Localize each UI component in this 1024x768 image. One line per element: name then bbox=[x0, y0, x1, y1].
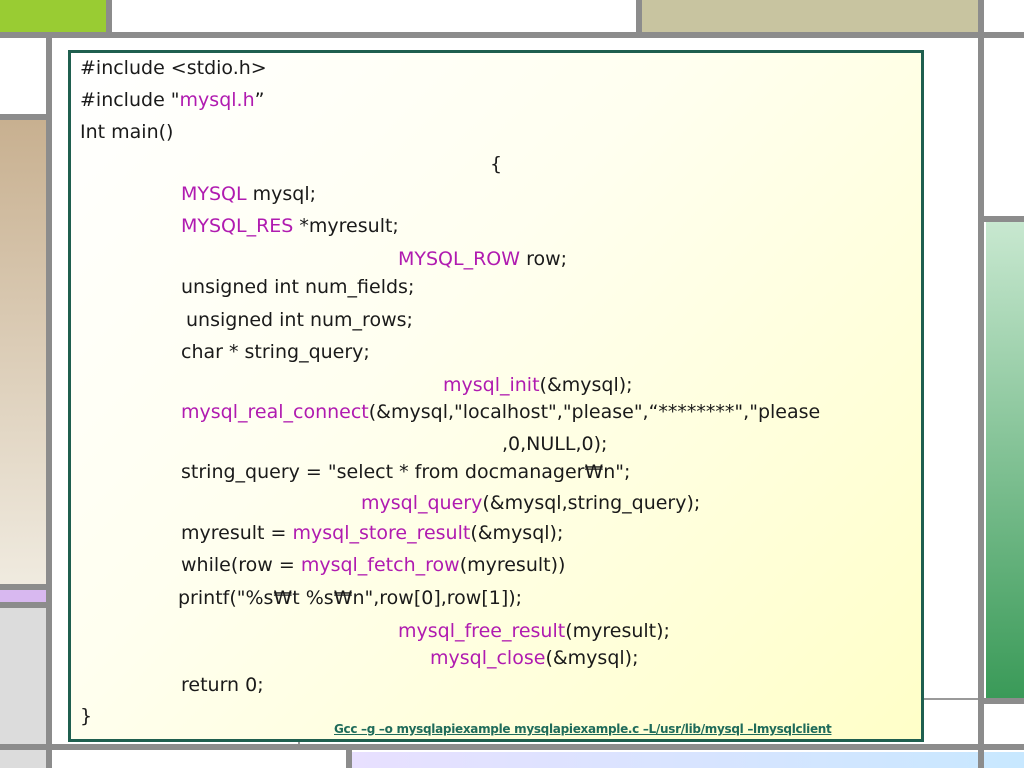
code-keyword: MYSQL bbox=[181, 183, 247, 205]
code-text: mysql; bbox=[246, 183, 317, 205]
code-text: unsigned int num_rows; bbox=[186, 309, 413, 331]
green-accent-block bbox=[0, 0, 110, 32]
code-text: (&mysql,"localhost","please",“********",… bbox=[368, 401, 821, 423]
code-panel bbox=[68, 50, 924, 742]
code-text: } bbox=[80, 705, 93, 727]
code-text: *myresult; bbox=[293, 215, 399, 237]
green-gradient-block bbox=[986, 222, 1024, 698]
code-text: printf("%s₩t %s₩n",row[0],row[1]); bbox=[178, 587, 523, 609]
grid-line bbox=[46, 32, 52, 768]
code-text: myresult = bbox=[181, 522, 293, 544]
code-line: MYSQL_ROW row; bbox=[398, 248, 567, 270]
code-text: return 0; bbox=[181, 674, 264, 696]
code-line: char * string_query; bbox=[181, 341, 370, 363]
compile-command: Gcc –g –o mysqlapiexample mysqlapiexampl… bbox=[334, 722, 832, 736]
code-text: ” bbox=[254, 89, 265, 111]
code-keyword: MYSQL_RES bbox=[181, 215, 294, 237]
code-text: (myresult); bbox=[565, 620, 670, 642]
code-text: char * string_query; bbox=[181, 341, 370, 363]
code-text: (&mysql); bbox=[545, 647, 639, 669]
lavender-strip bbox=[0, 590, 46, 604]
grid-line bbox=[978, 0, 984, 768]
code-keyword: mysql_store_result bbox=[292, 522, 471, 544]
code-line: mysql_init(&mysql); bbox=[443, 374, 633, 396]
code-keyword: mysql_fetch_row bbox=[300, 554, 460, 576]
grid-line bbox=[346, 744, 352, 768]
code-line: #include "mysql.h” bbox=[80, 89, 264, 111]
code-text: unsigned int num_fields; bbox=[181, 276, 415, 298]
bottom-gradient-strip bbox=[352, 752, 1024, 768]
code-line: mysql_real_connect(&mysql,"localhost","p… bbox=[181, 401, 820, 423]
code-line: string_query = "select * from docmanager… bbox=[181, 461, 630, 483]
code-line: } bbox=[80, 705, 92, 727]
code-text: string_query = "select * from docmanager… bbox=[181, 461, 631, 483]
tan-header-block bbox=[642, 0, 978, 32]
grid-line bbox=[0, 584, 52, 590]
code-keyword: mysql.h bbox=[179, 89, 255, 111]
code-text: row; bbox=[520, 248, 568, 270]
code-keyword: mysql_real_connect bbox=[181, 401, 369, 423]
code-keyword: mysql_init bbox=[443, 374, 540, 396]
code-keyword: MYSQL_ROW bbox=[398, 248, 521, 270]
code-keyword: mysql_free_result bbox=[398, 620, 566, 642]
code-text: (&mysql,string_query); bbox=[482, 492, 701, 514]
code-text: #include <stdio.h> bbox=[80, 57, 267, 79]
grid-line bbox=[0, 744, 1024, 750]
code-text: while(row = bbox=[181, 554, 301, 576]
code-keyword: mysql_close bbox=[430, 647, 546, 669]
grid-line bbox=[0, 32, 1024, 38]
code-line: mysql_query(&mysql,string_query); bbox=[361, 492, 700, 514]
grid-line bbox=[106, 0, 112, 36]
gray-side-block bbox=[0, 608, 46, 768]
code-line: printf("%s₩t %s₩n",row[0],row[1]); bbox=[178, 587, 522, 609]
code-line: #include <stdio.h> bbox=[80, 57, 267, 79]
code-keyword: mysql_query bbox=[361, 492, 483, 514]
code-line: myresult = mysql_store_result(&mysql); bbox=[181, 522, 563, 544]
code-line: unsigned int num_rows; bbox=[186, 309, 413, 331]
code-line: { bbox=[490, 153, 502, 175]
code-text: (myresult)) bbox=[459, 554, 566, 576]
grid-line bbox=[0, 114, 52, 120]
grid-line bbox=[980, 698, 1024, 704]
grid-line bbox=[980, 216, 1024, 222]
code-text: (&mysql); bbox=[470, 522, 564, 544]
grid-line bbox=[0, 602, 52, 608]
brown-side-block bbox=[0, 120, 46, 588]
code-line: ,0,NULL,0); bbox=[502, 433, 607, 455]
code-line: MYSQL_RES *myresult; bbox=[181, 215, 399, 237]
code-text: Int main() bbox=[80, 121, 174, 143]
code-line: MYSQL mysql; bbox=[181, 183, 316, 205]
code-text: ,0,NULL,0); bbox=[502, 433, 608, 455]
code-line: mysql_free_result(myresult); bbox=[398, 620, 670, 642]
code-text: { bbox=[490, 153, 503, 175]
code-line: unsigned int num_fields; bbox=[181, 276, 414, 298]
code-line: mysql_close(&mysql); bbox=[430, 647, 638, 669]
code-line: while(row = mysql_fetch_row(myresult)) bbox=[181, 554, 565, 576]
code-line: Int main() bbox=[80, 121, 173, 143]
code-text: #include " bbox=[80, 89, 180, 111]
code-text: (&mysql); bbox=[539, 374, 633, 396]
code-line: return 0; bbox=[181, 674, 264, 696]
grid-line bbox=[636, 0, 642, 36]
